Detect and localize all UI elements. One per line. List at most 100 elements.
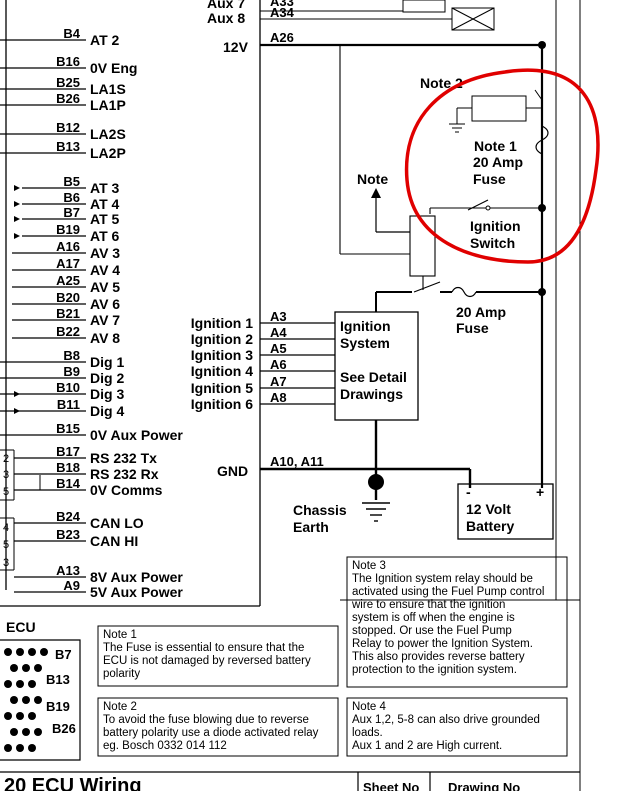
- input-arrow: [14, 185, 20, 191]
- harness-pin-number: 3: [3, 557, 9, 569]
- pin-function-label: AV 5: [90, 279, 120, 295]
- switch-contact: [485, 205, 491, 211]
- connector-pin-dot: [10, 664, 18, 672]
- note2-relay: [449, 89, 543, 133]
- pin-id: B5: [63, 174, 80, 189]
- ignition-output-label: Ignition 5: [191, 380, 253, 396]
- connector-pin-dot: [34, 664, 42, 672]
- connector-pin-dot: [28, 648, 36, 656]
- ignition-system-title-1: Ignition: [340, 318, 391, 334]
- pin-id: B24: [56, 509, 81, 524]
- note-line: system is off when the engine is: [352, 612, 515, 624]
- input-arrow: [14, 391, 20, 397]
- ignition-pin-id: A8: [270, 390, 287, 405]
- pin-id: B18: [56, 460, 80, 475]
- ignition-output-label: Ignition 4: [191, 363, 253, 379]
- pin-id: B6: [63, 190, 80, 205]
- ignition-output-label: Ignition 2: [191, 331, 253, 347]
- pin-function-label: RS 232 Tx: [90, 450, 157, 466]
- note-line: protection to the ignition system.: [352, 664, 517, 676]
- note-line: activated using the Fuel Pump control: [352, 586, 544, 598]
- arrow-head: [371, 188, 381, 198]
- connector-pin-dot: [16, 648, 24, 656]
- supply-12v-label: 12V: [223, 39, 249, 55]
- connector-pin-dot: [28, 680, 36, 688]
- battery-label-2: Battery: [466, 518, 514, 534]
- pin-function-label: LA2S: [90, 126, 126, 142]
- connector-pin-dot: [34, 728, 42, 736]
- ignition-system-title-2: System: [340, 335, 390, 351]
- harness-pin-number: 3: [3, 469, 9, 481]
- chassis-earth-2: Earth: [293, 519, 329, 535]
- pin-id: A25: [56, 273, 80, 288]
- pin-function-label: RS 232 Rx: [90, 466, 159, 482]
- pin-id: B12: [56, 120, 80, 135]
- pin-function-label: LA2P: [90, 145, 126, 161]
- pin-function-label: AV 7: [90, 312, 120, 328]
- see-detail-2: Drawings: [340, 386, 403, 402]
- red-annotation-circle: [404, 68, 600, 264]
- connector-pin-dot: [16, 712, 24, 720]
- note-line: stopped. Or use the Fuel Pump: [352, 625, 512, 637]
- battery-plus: +: [536, 484, 544, 500]
- pin-id: B8: [63, 348, 80, 363]
- ignition-output-label: Ignition 6: [191, 396, 253, 412]
- supply-12v-pin: A26: [270, 30, 294, 45]
- connector-pin-dot: [34, 696, 42, 704]
- connector-pin-dot: [16, 680, 24, 688]
- ignition-output-label: Ignition 1: [191, 315, 253, 331]
- fuse-20a-rating: 20 Amp: [456, 304, 506, 320]
- battery-label-1: 12 Volt: [466, 501, 511, 517]
- gnd-label: GND: [217, 463, 248, 479]
- supply-12v-wire: [260, 43, 544, 488]
- aux-relay-boxes: [260, 0, 581, 791]
- note-boxes: [97, 556, 568, 757]
- junction-dot: [538, 288, 546, 296]
- pin-id: B25: [56, 75, 80, 90]
- harness-pin-number: 4: [3, 522, 9, 534]
- pin-function-label: 0V Comms: [90, 482, 163, 498]
- connector-pin-dot: [4, 744, 12, 752]
- pin-function-label: AV 3: [90, 245, 120, 261]
- note-line: ECU is not damaged by reversed battery: [103, 655, 311, 667]
- pin-id: B9: [63, 364, 80, 379]
- aux7-pin: A33: [270, 0, 294, 9]
- fuse-20a-word: Fuse: [456, 320, 489, 336]
- note-line: battery polarity use a diode activated r…: [103, 727, 319, 739]
- pin-id: B20: [56, 290, 80, 305]
- note-title: Note 1: [103, 629, 137, 641]
- ignition-switch-label-2: Switch: [470, 235, 515, 251]
- pin-id: B19: [56, 222, 80, 237]
- connector-pin-dot: [40, 648, 48, 656]
- connector-pin-dot: [4, 712, 12, 720]
- ecu-pin-leads: [0, 39, 86, 593]
- ignition-pin-id: A3: [270, 309, 287, 324]
- pin-id: A13: [56, 563, 80, 578]
- note-line: This also provides reverse battery: [352, 651, 525, 663]
- pin-id: B11: [57, 397, 80, 412]
- connector-pin-dot: [28, 712, 36, 720]
- pin-function-label: 8V Aux Power: [90, 569, 183, 585]
- note-line: loads.: [352, 727, 383, 739]
- pin-id: B10: [56, 380, 80, 395]
- note-line: The Ignition system relay should be: [352, 573, 533, 585]
- ignition-output-label: Ignition 3: [191, 347, 253, 363]
- note1-fuse-symbol: [535, 125, 549, 155]
- ecu-box: [0, 0, 261, 607]
- harness-pin-number: 5: [3, 486, 9, 498]
- pin-function-label: AT 4: [90, 196, 120, 212]
- note2-ref: Note 2: [420, 75, 463, 91]
- pin-id: B23: [56, 527, 80, 542]
- pin-function-label: AT 6: [90, 228, 120, 244]
- relay-contact-wire: [375, 276, 542, 312]
- note1-fuse-word: Fuse: [473, 171, 506, 187]
- pin-function-label: Dig 2: [90, 370, 124, 386]
- connector-pin-dot: [10, 696, 18, 704]
- chassis-earth-1: Chassis: [293, 502, 347, 518]
- note1-fuse-rating: 20 Amp: [473, 154, 523, 170]
- pin-function-label: Dig 4: [90, 403, 124, 419]
- note-arrow-label: Note: [357, 171, 388, 187]
